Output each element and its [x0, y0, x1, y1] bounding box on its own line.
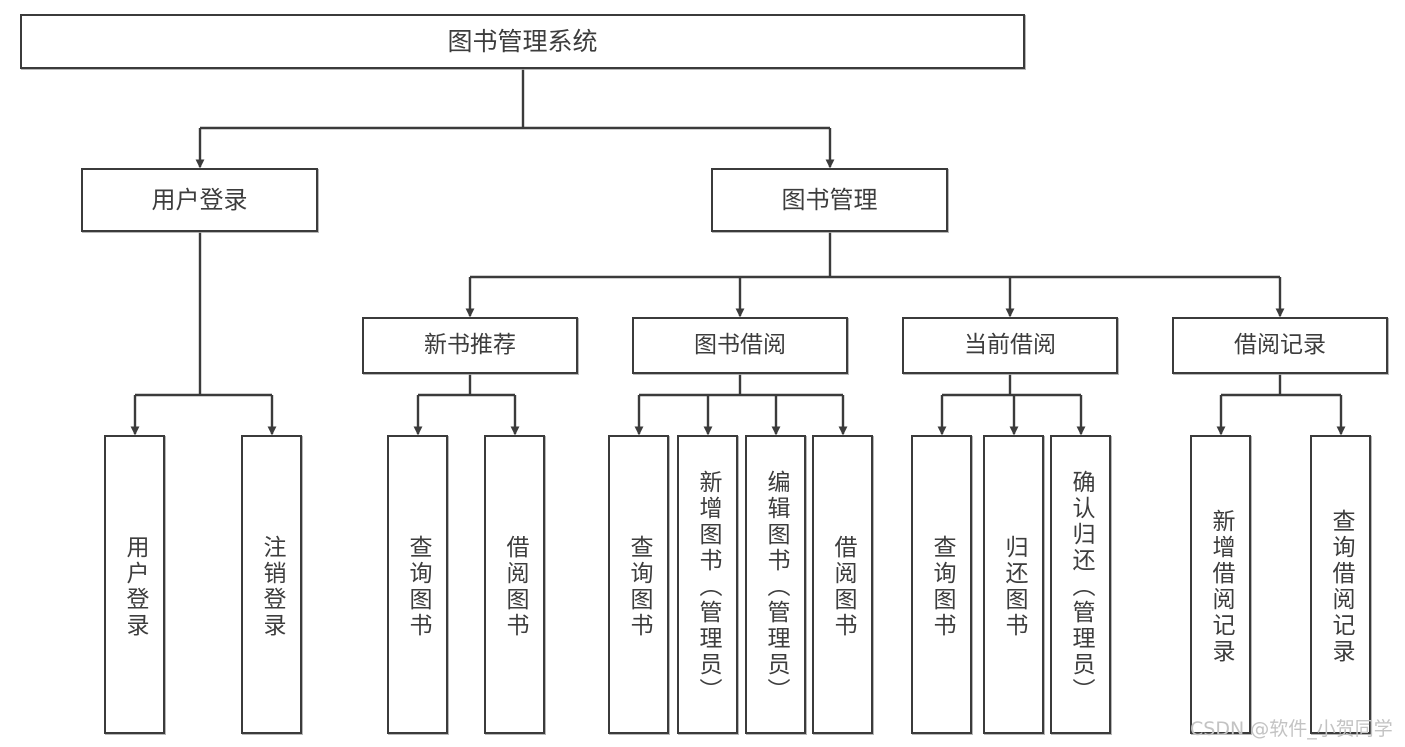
connector-lines	[130, 69, 1346, 436]
node-borrow[interactable]: 图书借阅	[632, 317, 848, 374]
node-label-leaf-cur-2: 归还图书	[1001, 534, 1027, 639]
node-label-leaf-login-2: 注销登录	[259, 534, 285, 639]
node-leaf-borrow-2[interactable]: 新增图书（管理员）	[677, 435, 738, 734]
node-label-borrow: 图书借阅	[694, 331, 786, 358]
node-label-login: 用户登录	[151, 185, 248, 214]
node-current[interactable]: 当前借阅	[902, 317, 1118, 374]
node-record[interactable]: 借阅记录	[1172, 317, 1388, 374]
node-login[interactable]: 用户登录	[81, 168, 318, 232]
node-leaf-login-1[interactable]: 用户登录	[104, 435, 165, 734]
node-label-newbook: 新书推荐	[424, 331, 516, 358]
node-label-leaf-borrow-3: 编辑图书（管理员）	[763, 469, 789, 704]
node-leaf-cur-2[interactable]: 归还图书	[983, 435, 1044, 734]
node-label-bookmgmt: 图书管理	[781, 185, 878, 214]
node-label-leaf-new-1: 查询图书	[405, 534, 431, 639]
node-leaf-cur-1[interactable]: 查询图书	[911, 435, 972, 734]
node-label-leaf-login-1: 用户登录	[122, 534, 148, 639]
node-label-leaf-rec-2: 查询借阅记录	[1328, 508, 1354, 665]
node-leaf-new-2[interactable]: 借阅图书	[484, 435, 545, 734]
node-label-leaf-cur-1: 查询图书	[929, 534, 955, 639]
node-bookmgmt[interactable]: 图书管理	[711, 168, 948, 232]
node-leaf-borrow-1[interactable]: 查询图书	[608, 435, 669, 734]
node-label-leaf-borrow-2: 新增图书（管理员）	[695, 469, 721, 704]
node-leaf-cur-3[interactable]: 确认归还（管理员）	[1050, 435, 1111, 734]
node-newbook[interactable]: 新书推荐	[362, 317, 578, 374]
node-label-leaf-cur-3: 确认归还（管理员）	[1068, 469, 1094, 704]
node-leaf-borrow-4[interactable]: 借阅图书	[812, 435, 873, 734]
node-label-current: 当前借阅	[964, 331, 1056, 358]
node-label-leaf-borrow-4: 借阅图书	[830, 534, 856, 639]
node-label-root: 图书管理系统	[447, 26, 598, 56]
node-leaf-login-2[interactable]: 注销登录	[241, 435, 302, 734]
node-leaf-borrow-3[interactable]: 编辑图书（管理员）	[745, 435, 806, 734]
node-label-leaf-rec-1: 新增借阅记录	[1208, 508, 1234, 665]
node-root[interactable]: 图书管理系统	[20, 14, 1025, 69]
node-label-leaf-borrow-1: 查询图书	[626, 534, 652, 639]
node-leaf-rec-1[interactable]: 新增借阅记录	[1190, 435, 1251, 734]
node-leaf-new-1[interactable]: 查询图书	[387, 435, 448, 734]
node-label-record: 借阅记录	[1234, 331, 1326, 358]
node-leaf-rec-2[interactable]: 查询借阅记录	[1310, 435, 1371, 734]
node-label-leaf-new-2: 借阅图书	[502, 534, 528, 639]
